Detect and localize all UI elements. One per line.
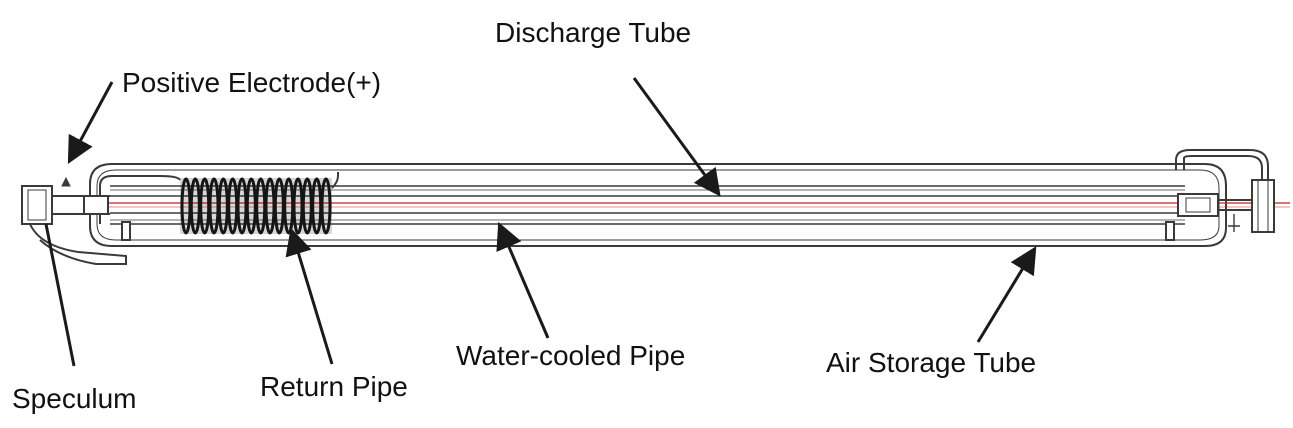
- arrow-air-storage-tube: [976, 246, 1037, 343]
- arrow-positive-electrode: [67, 81, 114, 164]
- water-cooled-pipe-outline: [110, 185, 1185, 225]
- arrow-discharge-tube: [632, 77, 721, 197]
- arrow-speculum: [44, 223, 76, 367]
- coil-loop: [320, 177, 332, 235]
- label-water-cooled-pipe: Water-cooled Pipe: [456, 340, 686, 371]
- label-discharge-tube: Discharge Tube: [495, 17, 692, 48]
- arrow-water-cooled-pipe: [496, 221, 550, 339]
- right-end-assembly: [1165, 149, 1275, 241]
- label-positive-electrode: Positive Electrode(+): [122, 67, 382, 98]
- left-end-assembly: [21, 176, 131, 265]
- arrow-return-pipe: [285, 227, 334, 365]
- label-return-pipe: Return Pipe: [260, 371, 408, 402]
- label-speculum: Speculum: [12, 383, 137, 414]
- discharge-tube-outline: [110, 195, 1185, 214]
- leader-arrows: [44, 77, 1037, 367]
- return-pipe-coil: [99, 172, 339, 235]
- label-air-storage-tube: Air Storage Tube: [826, 347, 1037, 378]
- air-storage-tube-outline: [89, 163, 1227, 247]
- laser-axis: [100, 202, 1290, 208]
